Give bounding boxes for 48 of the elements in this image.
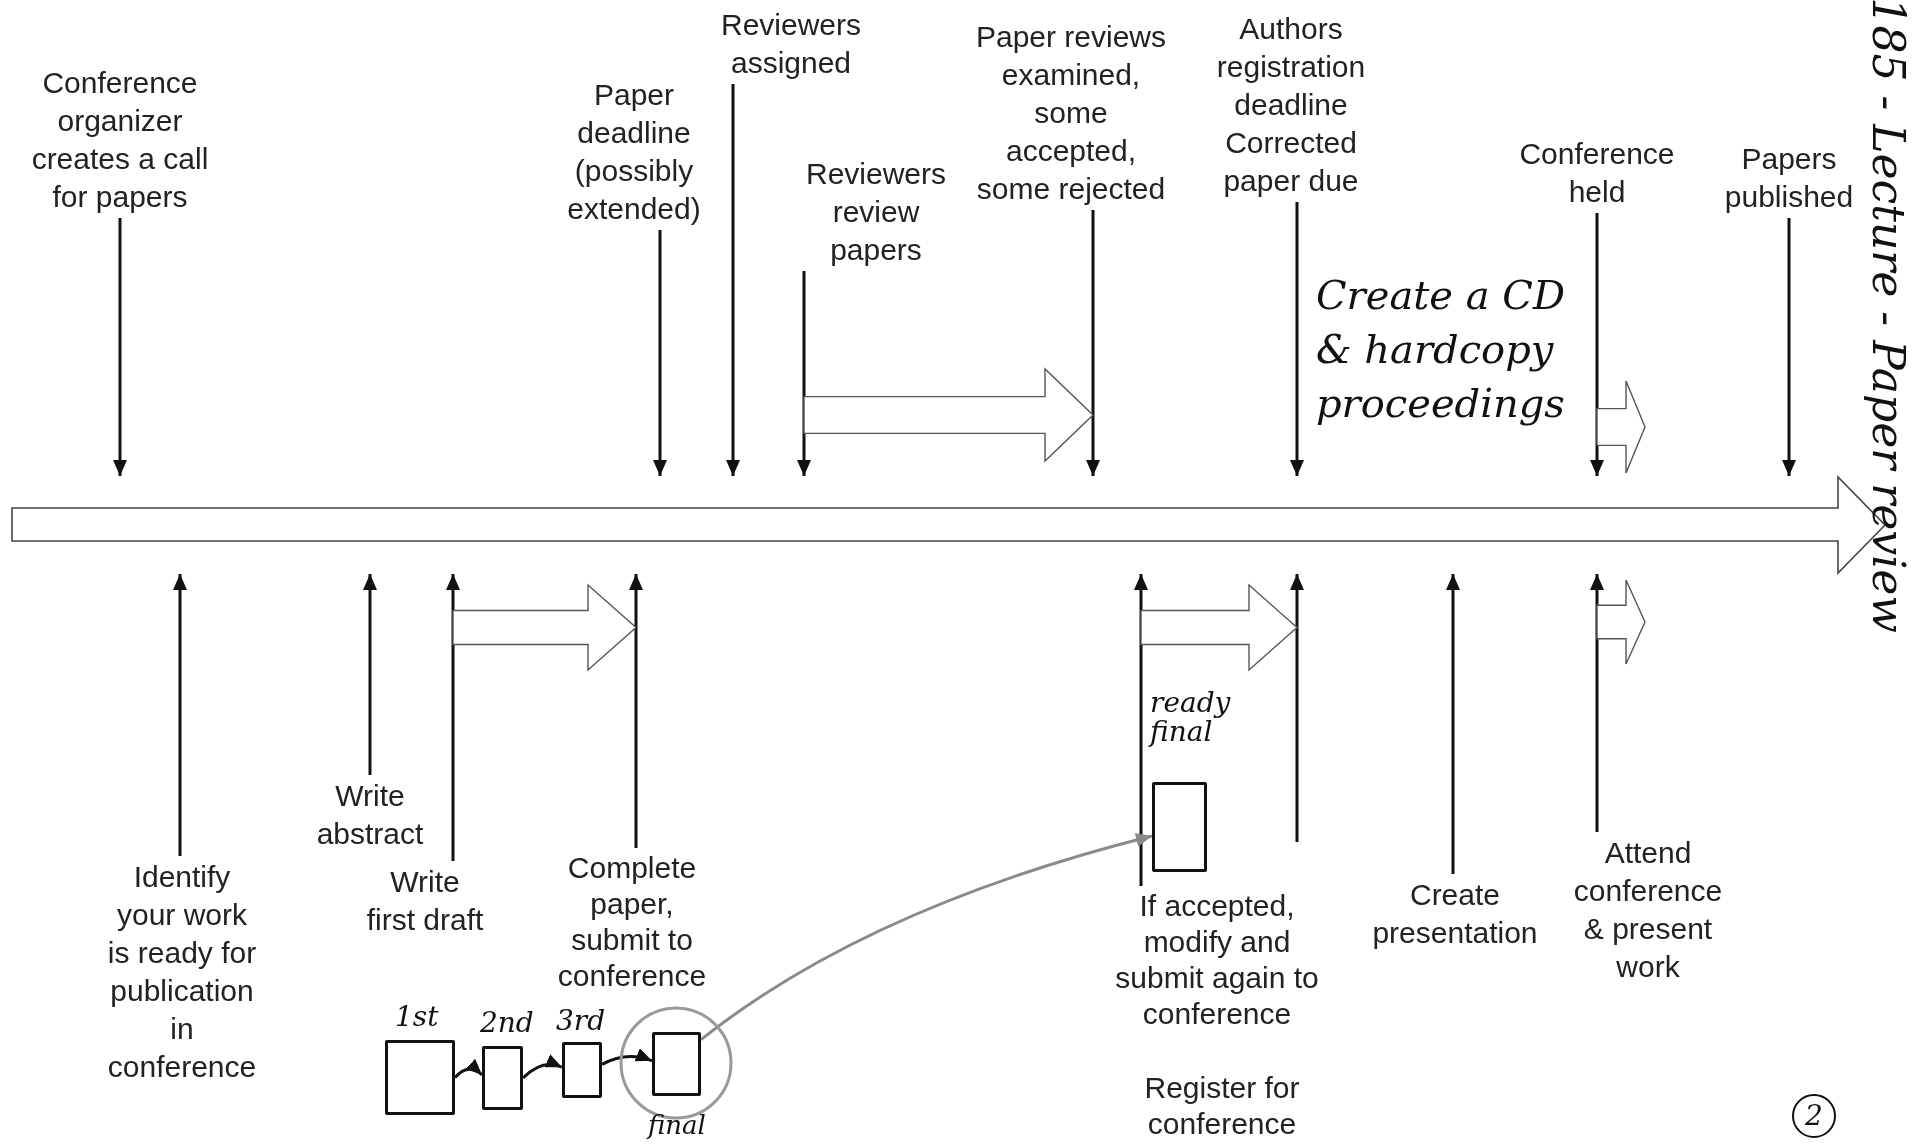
handwritten-note: 185 - Lecture - Paper review [1861, 0, 1915, 635]
event-label: Reviewers assigned [719, 7, 862, 81]
arrow [453, 1059, 483, 1079]
arrow [173, 574, 187, 856]
event-label: Conference organizer creates a call for papers [30, 65, 210, 215]
arrow [446, 574, 460, 861]
arrow [1290, 574, 1304, 842]
arrow [1290, 202, 1304, 476]
page-number: 2 [1792, 1094, 1836, 1138]
arrow [113, 218, 127, 476]
event-label: Attend conference & present work [1572, 835, 1724, 985]
sketch-box [385, 1040, 455, 1115]
handwritten-label: 1st [395, 1002, 439, 1032]
event-label: If accepted, modify and submit again to conference [1114, 888, 1320, 1032]
event-label: Papers published [1723, 141, 1855, 215]
handwritten-label: ready final [1150, 688, 1232, 747]
arrow [1590, 574, 1604, 832]
sketch-box [562, 1042, 602, 1098]
arrow [1134, 574, 1148, 886]
sketch-box [652, 1032, 701, 1096]
handwritten-label: 2nd [480, 1008, 534, 1038]
handwritten-label: 3rd [556, 1006, 606, 1036]
event-label: Paper reviews examined, some accepted, some rejected [974, 19, 1168, 207]
handwritten-note: Create a CD & hardcopy proceedings [1316, 271, 1566, 428]
arrow [1086, 210, 1100, 476]
event-label: Identify your work is ready for publication in conference [106, 859, 258, 1085]
event-label: Paper deadline (possibly extended) [566, 77, 702, 227]
event-label: Corrected paper due [1222, 125, 1360, 199]
arrow [726, 84, 740, 476]
event-label: Authors registration deadline [1215, 11, 1367, 123]
sketch-box [482, 1046, 523, 1110]
arrow [629, 574, 643, 848]
arrow [521, 1054, 563, 1080]
handwritten-label: final [648, 1112, 706, 1140]
arrow [363, 574, 377, 775]
sketch-box [1152, 782, 1207, 872]
event-label: Write abstract [315, 778, 425, 852]
event-label: Complete paper, submit to conference [556, 850, 708, 994]
arrow [1782, 218, 1796, 476]
arrow [653, 230, 667, 476]
arrow [1446, 574, 1460, 874]
event-label: Conference held [1518, 136, 1676, 210]
arrow [700, 833, 1153, 1041]
arrow [601, 1048, 653, 1066]
event-label: Reviewers review papers [804, 156, 947, 268]
event-label: Create presentation [1371, 877, 1539, 951]
event-label: Register for conference [1143, 1070, 1301, 1142]
event-label: Write first draft [365, 864, 485, 938]
